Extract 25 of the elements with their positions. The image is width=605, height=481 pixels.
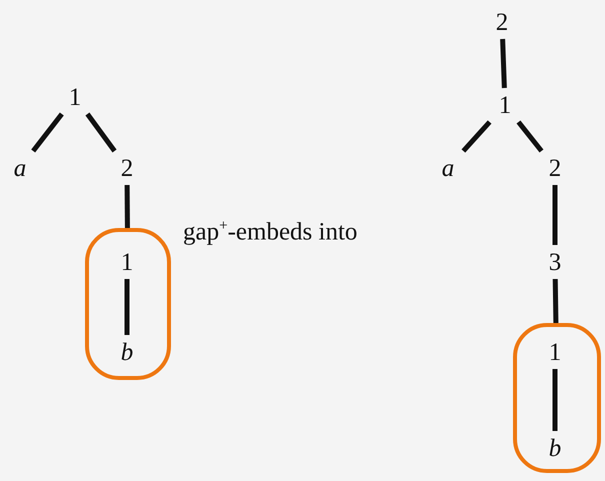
- tree-edge: [552, 369, 558, 431]
- tree-node-label: 2: [496, 10, 508, 34]
- highlight-outline: [85, 228, 171, 380]
- tree-edge: [124, 279, 130, 335]
- tree-edge: [124, 184, 130, 228]
- tree-node-label: b: [548, 436, 562, 460]
- tree-edge: [516, 120, 544, 153]
- tree-edge: [552, 185, 558, 245]
- tree-node-label: a: [14, 156, 26, 180]
- tree-node-label: 1: [120, 250, 134, 274]
- relation-label: gap$^{+}$-embeds into: [183, 219, 358, 244]
- tree-node-label: b: [120, 340, 134, 364]
- tree-node-label: 3: [548, 250, 562, 274]
- tree-edge: [552, 278, 558, 324]
- tree-node-label: a: [442, 156, 454, 180]
- tree-node-label: 2: [120, 156, 134, 180]
- tree-node-label: 1: [68, 84, 82, 110]
- tree-edge: [500, 38, 507, 88]
- tree-node-label: 1: [498, 92, 512, 118]
- tree-edge: [85, 112, 117, 152]
- highlight-outline: [513, 323, 601, 473]
- tree-node-label: 2: [548, 156, 562, 180]
- tree-node-label: 1: [548, 340, 562, 364]
- tree-edge: [31, 112, 64, 153]
- tree-edge: [462, 120, 492, 153]
